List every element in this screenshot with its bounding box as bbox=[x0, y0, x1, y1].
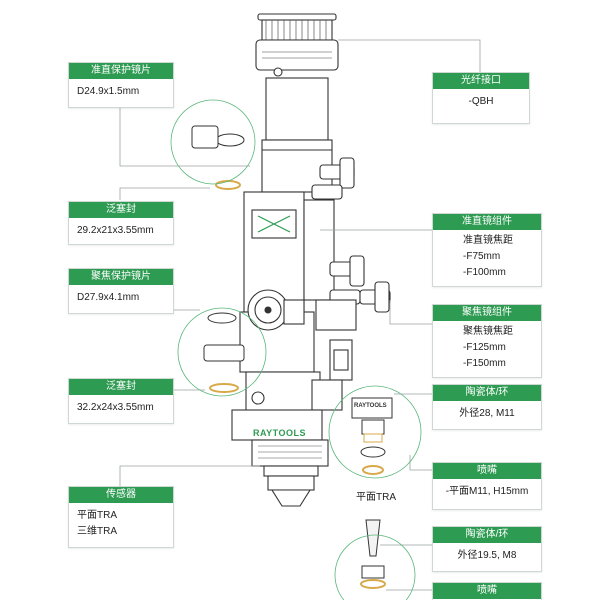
callout-body: D24.9x1.5mm bbox=[69, 79, 173, 105]
callout-title: 聚焦保护镜片 bbox=[69, 269, 173, 285]
callout-line: D27.9x4.1mm bbox=[77, 292, 140, 303]
callout-collimator-group: 准直镜组件 准直镜焦距 -F75mm -F100mm bbox=[432, 213, 542, 287]
collimator-window-lens bbox=[215, 133, 245, 147]
sensor-housing bbox=[251, 439, 329, 467]
callout-line: 准直镜焦距 bbox=[463, 235, 513, 246]
callout-line: -QBH bbox=[468, 96, 494, 107]
callout-body: 平面TRA 三维TRA bbox=[69, 503, 173, 545]
raytools-logo-plate: RAYTOOLS bbox=[253, 428, 307, 438]
callout-body: 准直镜焦距 -F75mm -F100mm bbox=[433, 230, 541, 284]
callout-line: 29.2x21x3.55mm bbox=[77, 225, 154, 236]
window-holder bbox=[191, 125, 219, 149]
callout-body: 29.2x21x3.55mm bbox=[69, 218, 173, 244]
callout-line: 聚焦镜焦距 bbox=[463, 326, 513, 337]
seal-ring-1 bbox=[215, 180, 241, 190]
callout-nozzle-1: 喷嘴 -平面M11, H15mm bbox=[432, 462, 542, 510]
callout-title: 聚焦镜组件 bbox=[433, 305, 541, 321]
callout-title: 准直保护镜片 bbox=[69, 63, 173, 79]
callout-line: D24.9x1.5mm bbox=[77, 86, 140, 97]
callout-collimator-window: 准直保护镜片 D24.9x1.5mm bbox=[68, 62, 174, 108]
callout-title: 泛塞封 bbox=[69, 379, 173, 395]
callout-title: 准直镜组件 bbox=[433, 214, 541, 230]
callout-seal-1: 泛塞封 29.2x21x3.55mm bbox=[68, 201, 174, 245]
focus-window-lens bbox=[207, 312, 237, 324]
ceramic-ring-2 bbox=[361, 565, 385, 579]
callout-title: 泛塞封 bbox=[69, 202, 173, 218]
callout-line: 三维TRA bbox=[77, 526, 117, 537]
callout-line: -平面M11, H15mm bbox=[445, 486, 529, 497]
callout-sensor: 传感器 平面TRA 三维TRA bbox=[68, 486, 174, 548]
qbh-knurled-ring bbox=[255, 39, 339, 71]
ceramic-ring-1 bbox=[360, 446, 386, 458]
screw-knob bbox=[251, 391, 265, 405]
qbh-top-body bbox=[261, 19, 333, 41]
callout-title: 喷嘴 bbox=[433, 583, 541, 599]
seal-ring-2 bbox=[209, 383, 239, 393]
nozzle-tip bbox=[271, 489, 311, 507]
callout-body: 32.2x24x3.55mm bbox=[69, 395, 173, 421]
callout-line: 外径28, M11 bbox=[459, 408, 515, 419]
raytools-logo-ceramic: RAYTOOLS bbox=[354, 403, 387, 409]
callout-fiber-interface: 光纤接口 -QBH bbox=[432, 72, 530, 124]
callout-line: -F75mm bbox=[463, 251, 501, 262]
callout-body: D27.9x4.1mm bbox=[69, 285, 173, 311]
callout-body: -平面M11, H15mm bbox=[433, 479, 541, 505]
callout-body: -QBH bbox=[433, 89, 529, 115]
callout-seal-2: 泛塞封 32.2x24x3.55mm bbox=[68, 378, 174, 424]
callout-line: 平面TRA bbox=[77, 510, 117, 521]
callout-ceramic-1: 陶瓷体/环 外径28, M11 bbox=[432, 384, 542, 430]
focus-window-holder bbox=[203, 344, 245, 362]
callout-line: 32.2x24x3.55mm bbox=[77, 402, 154, 413]
callout-line: -F100mm bbox=[463, 267, 506, 278]
callout-title: 陶瓷体/环 bbox=[433, 385, 541, 401]
nozzle-2-cone bbox=[365, 519, 381, 557]
callout-title: 喷嘴 bbox=[433, 463, 541, 479]
callout-title: 光纤接口 bbox=[433, 73, 529, 89]
callout-line: 外径19.5, M8 bbox=[457, 550, 517, 561]
callout-focus-window: 聚焦保护镜片 D27.9x4.1mm bbox=[68, 268, 174, 314]
callout-body: 外径19.5, M8 bbox=[433, 543, 541, 569]
callout-title: 传感器 bbox=[69, 487, 173, 503]
callout-title: 陶瓷体/环 bbox=[433, 527, 541, 543]
qbh-top-rim bbox=[257, 13, 337, 21]
callout-line: -F150mm bbox=[463, 358, 506, 369]
callout-nozzle-2: 喷嘴 bbox=[432, 582, 542, 600]
callout-body: 外径28, M11 bbox=[433, 401, 541, 427]
qbh-screw bbox=[273, 67, 283, 77]
callout-body: 聚焦镜焦距 -F125mm -F150mm bbox=[433, 321, 541, 375]
callout-line: -F125mm bbox=[463, 342, 506, 353]
flat-tra-label: 平面TRA bbox=[356, 492, 396, 503]
callout-ceramic-2: 陶瓷体/环 外径19.5, M8 bbox=[432, 526, 542, 572]
raytools-plate-block bbox=[231, 409, 323, 441]
callout-focus-group: 聚焦镜组件 聚焦镜焦距 -F125mm -F150mm bbox=[432, 304, 542, 378]
qbh-tube bbox=[265, 77, 329, 141]
